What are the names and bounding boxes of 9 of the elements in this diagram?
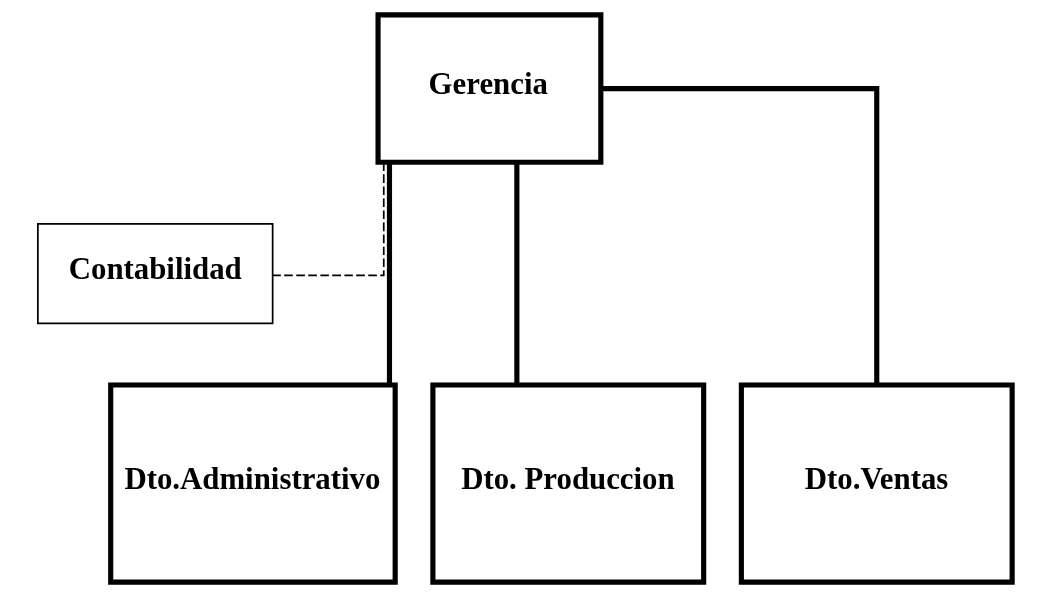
connector [386,162,392,385]
node-box: Dto. Produccion [429,382,706,585]
node-box: Gerencia [374,12,603,165]
connector [271,161,385,277]
node-box: Contabilidad [36,223,273,325]
node-box: Dto.Ventas [738,382,1015,585]
connector [513,162,519,385]
node-box: Dto.Administrativo [107,382,398,585]
connector [600,86,879,385]
